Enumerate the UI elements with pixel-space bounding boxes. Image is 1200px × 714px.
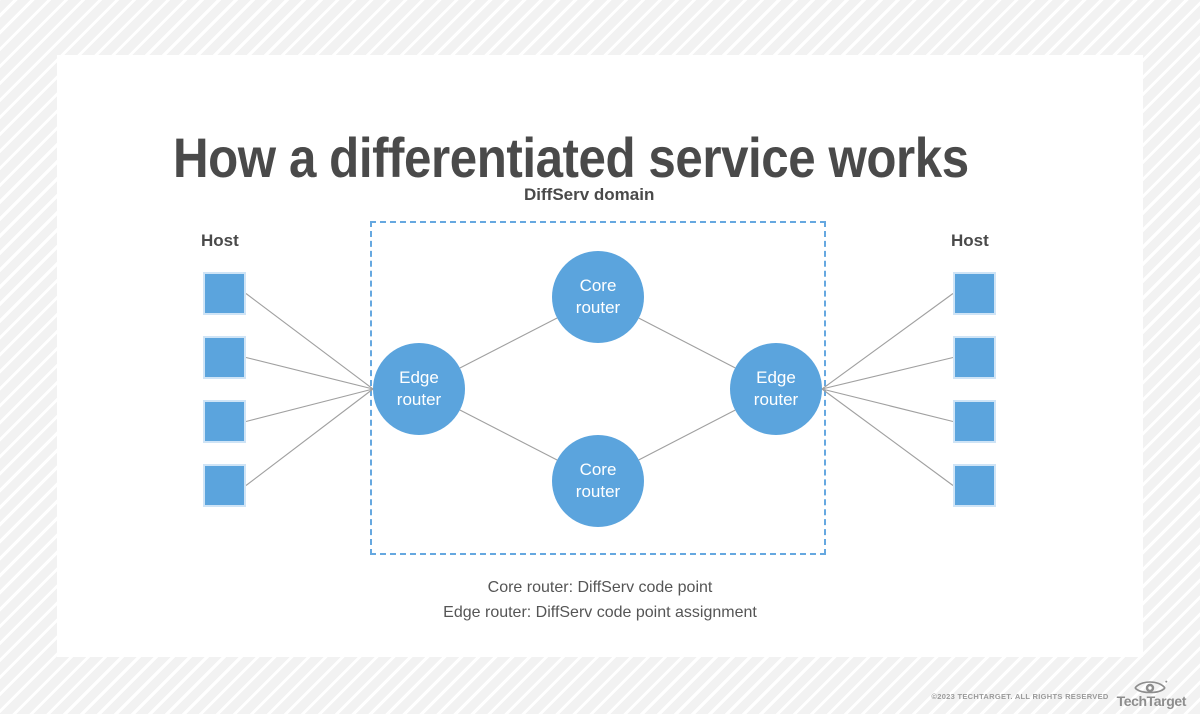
footer: ©2023 TECHTARGET. ALL RIGHTS RESERVED Te… (931, 679, 1186, 708)
host-node-right-1[interactable] (953, 272, 996, 315)
edge-host-right-1 (821, 293, 954, 390)
edge-host-left-4 (245, 388, 374, 486)
edge-host-left-2 (245, 356, 374, 390)
edge-router-right-label-line1: Edge (756, 368, 796, 388)
techtarget-logo: TechTarget (1117, 679, 1186, 708)
techtarget-wordmark: TechTarget (1116, 693, 1187, 709)
host-node-left-3[interactable] (203, 400, 246, 443)
host-node-left-2[interactable] (203, 336, 246, 379)
core-router-bottom-label-line1: Core (579, 460, 617, 480)
page-title: How a differentiated service works (173, 125, 969, 189)
host-label-left: Host (201, 231, 239, 250)
edge-host-left-3 (245, 388, 374, 423)
host-node-left-1[interactable] (203, 272, 246, 315)
core-router-top[interactable]: Core router (552, 251, 644, 343)
edge-router-right[interactable]: Edge router (730, 343, 822, 435)
copyright-text: ©2023 TECHTARGET. ALL RIGHTS RESERVED (931, 692, 1109, 701)
host-node-right-2[interactable] (953, 336, 996, 379)
edge-host-right-3 (821, 388, 954, 423)
eye-icon (1134, 680, 1168, 694)
edge-host-left-1 (245, 293, 374, 390)
core-router-bottom-label-line2: router (575, 482, 621, 501)
diffserv-domain-label: DiffServ domain (524, 185, 655, 204)
caption-edge-router: Edge router: DiffServ code point assignm… (443, 604, 757, 621)
host-node-right-3[interactable] (953, 400, 996, 443)
edge-router-left-label-line2: router (396, 390, 442, 409)
core-router-bottom[interactable]: Core router (552, 435, 644, 527)
edge-router-left[interactable]: Edge router (373, 343, 465, 435)
core-router-top-label-line2: router (575, 298, 621, 317)
caption-core-router: Core router: DiffServ code point (487, 579, 713, 596)
host-label-right: Host (951, 231, 989, 250)
edge-router-left-label-line1: Edge (399, 368, 439, 388)
edge-router-right-label-line2: router (753, 390, 799, 409)
content-card: How a differentiated service works DiffS… (57, 55, 1143, 657)
host-node-right-4[interactable] (953, 464, 996, 507)
edge-host-right-4 (821, 388, 954, 486)
host-node-left-4[interactable] (203, 464, 246, 507)
core-router-top-label-line1: Core (579, 276, 617, 296)
edge-host-right-2 (821, 356, 954, 390)
